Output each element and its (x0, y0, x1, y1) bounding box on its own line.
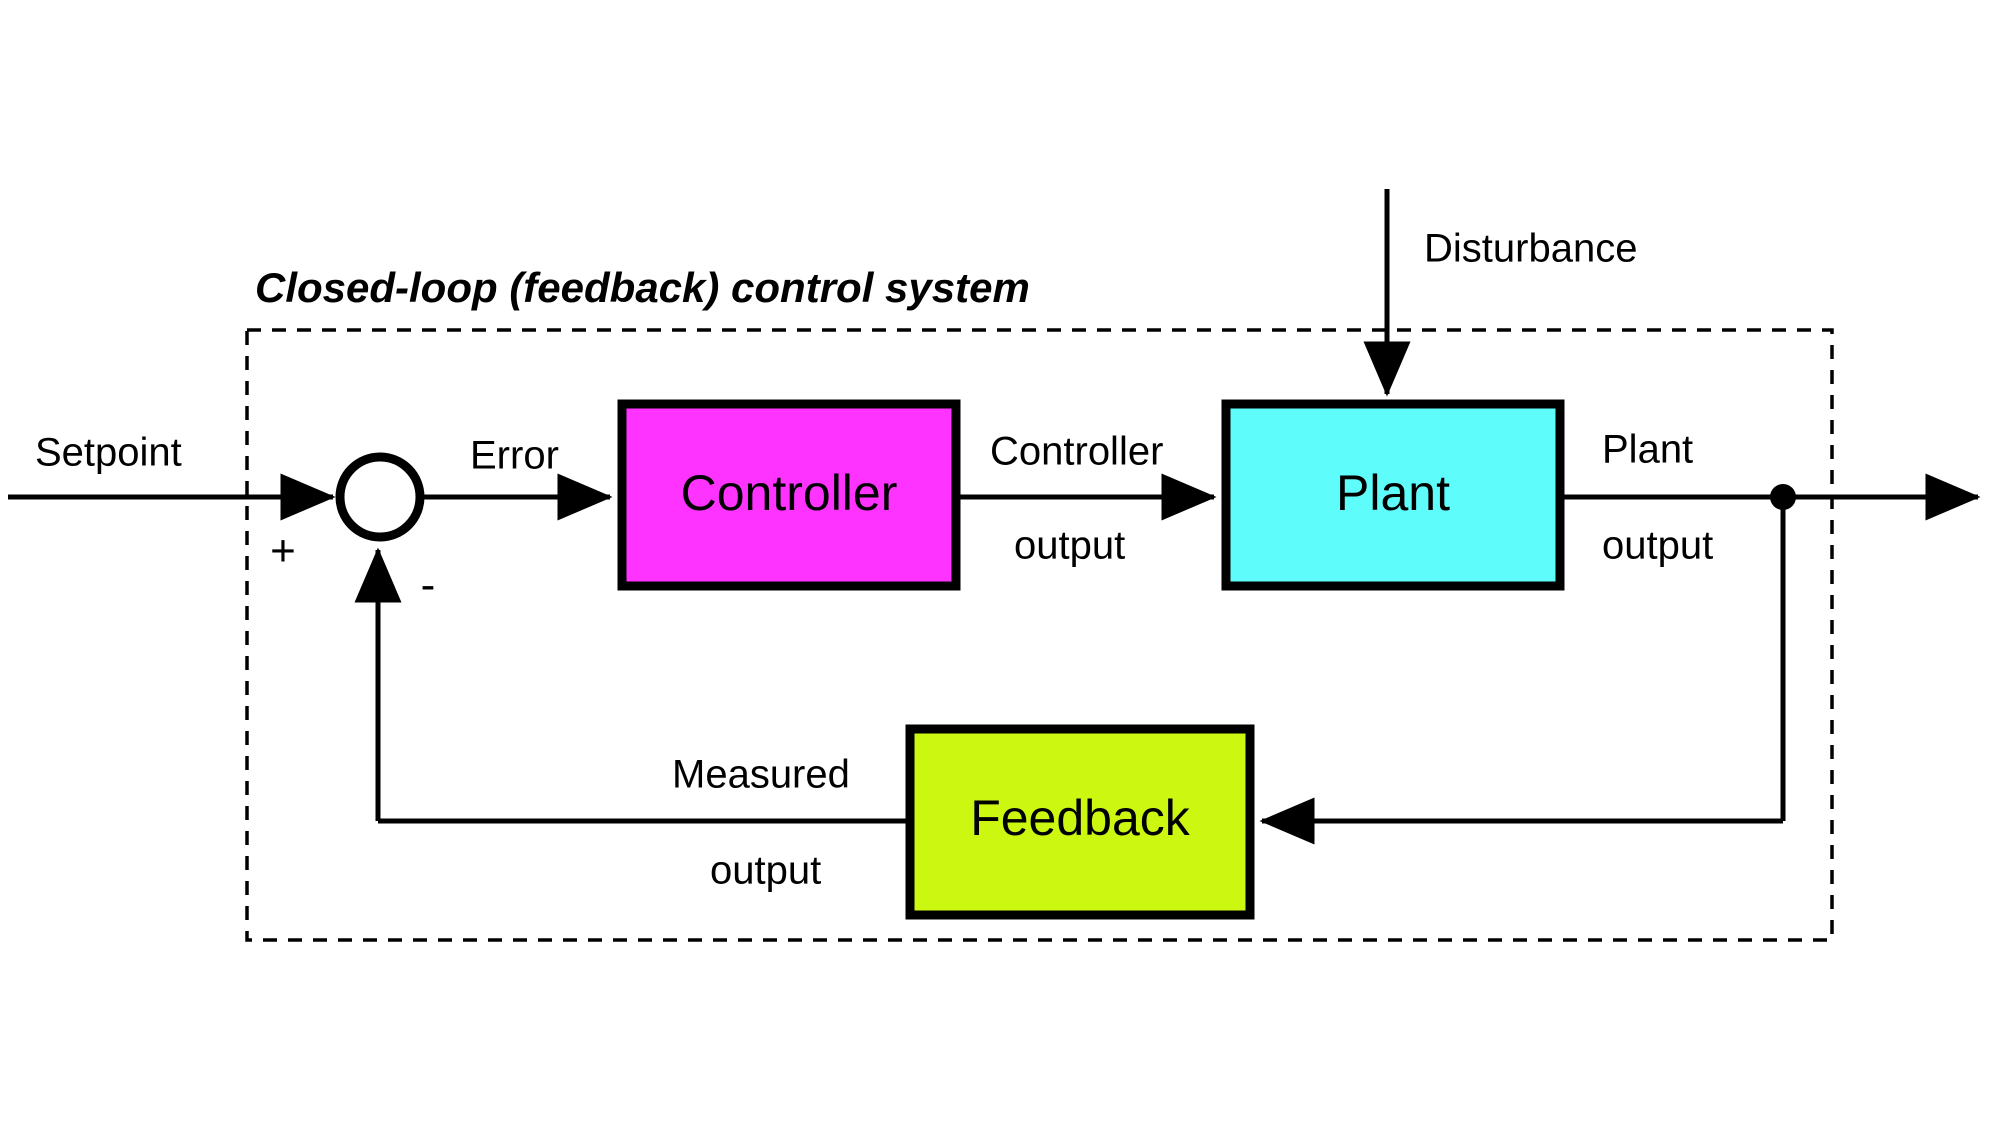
label-controller-output-line1: Controller (990, 430, 1163, 474)
block-plant[interactable] (1221, 399, 1565, 591)
label-controller-output-line2: output (1014, 524, 1125, 568)
block-feedback[interactable] (905, 724, 1255, 920)
label-disturbance: Disturbance (1424, 227, 1637, 271)
block-label-controller: Controller (681, 465, 898, 521)
block-label-plant: Plant (1336, 465, 1450, 521)
label-plus-sign: + (270, 527, 296, 576)
system-boundary (245, 328, 1834, 942)
label-setpoint: Setpoint (35, 431, 182, 475)
block-controller[interactable] (617, 399, 961, 591)
block-label-feedback: Feedback (970, 790, 1191, 846)
label-plant-output-line2: output (1602, 524, 1713, 568)
label-error: Error (470, 434, 559, 478)
label-plant-output-line1: Plant (1602, 428, 1693, 472)
label-minus-sign: - (421, 561, 436, 610)
summing-junction[interactable] (335, 452, 425, 542)
label-measured-output-line2: output (710, 849, 821, 893)
diagram-title: Closed-loop (feedback) control system (255, 264, 1030, 311)
label-measured-output-line1: Measured (672, 753, 850, 797)
